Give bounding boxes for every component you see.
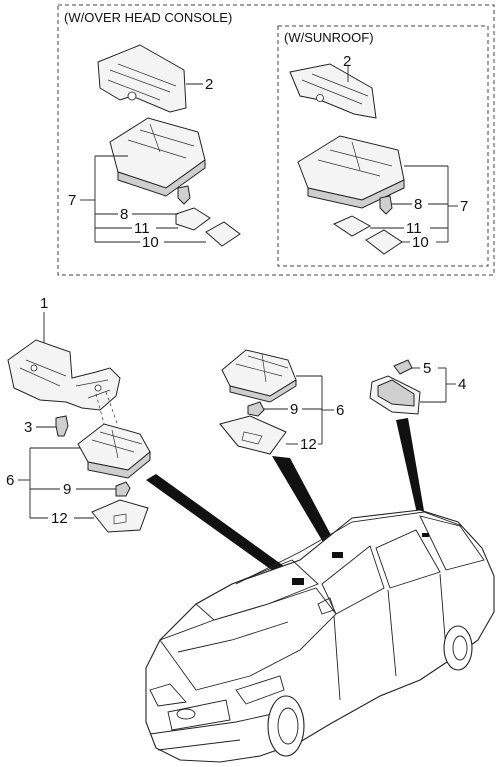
leader-6-center bbox=[264, 375, 334, 445]
bulb-9-left bbox=[115, 481, 131, 497]
luggage-lamp-location bbox=[422, 533, 429, 537]
callout-11-right: 11 bbox=[406, 220, 422, 237]
car-illustration bbox=[145, 509, 495, 763]
screw-3 bbox=[55, 415, 69, 437]
car-roof-line bbox=[235, 511, 463, 585]
console-bracket-right bbox=[289, 63, 377, 119]
callout-12-center: 12 bbox=[300, 436, 317, 453]
roof-bracket-1 bbox=[7, 339, 121, 411]
roof-lamp-location-rear bbox=[332, 552, 343, 558]
callout-8-left: 8 bbox=[120, 206, 128, 223]
console-lamp-left bbox=[109, 117, 206, 197]
callout-6-left: 6 bbox=[6, 472, 14, 489]
callout-3: 3 bbox=[24, 419, 32, 436]
room-lamp-6-left bbox=[77, 423, 151, 479]
roof-lamp-location-front bbox=[292, 578, 304, 585]
car-headlight-right bbox=[235, 675, 285, 705]
pointer-front-lamp bbox=[146, 474, 306, 586]
overhead-console-frame bbox=[57, 4, 495, 276]
callout-2-right: 2 bbox=[343, 53, 351, 70]
callout-8-right: 8 bbox=[414, 196, 422, 213]
callout-2-left: 2 bbox=[205, 76, 213, 93]
car-grille bbox=[167, 699, 231, 731]
console-bracket-left bbox=[97, 44, 187, 113]
rear-lamp-assembly: 6 9 12 bbox=[219, 349, 344, 455]
car-hood bbox=[159, 587, 337, 691]
sunroof-group: (W/SUNROOF) 2 bbox=[277, 25, 489, 267]
leader-7-left bbox=[80, 155, 206, 243]
callout-11-left: 11 bbox=[134, 220, 150, 237]
callout-10-right: 10 bbox=[412, 234, 429, 251]
lens-12-center bbox=[219, 415, 287, 455]
callout-10-left: 10 bbox=[142, 234, 159, 251]
car-body bbox=[145, 509, 495, 763]
bulb-9-center bbox=[247, 401, 265, 417]
car-side-window-front bbox=[321, 545, 385, 615]
car-wheel-front bbox=[267, 695, 305, 757]
car-rear-window bbox=[419, 515, 485, 571]
callout-5: 5 bbox=[423, 360, 431, 377]
lens-11-left bbox=[175, 207, 211, 231]
callout-7-right: 7 bbox=[460, 198, 468, 215]
lens-10-left bbox=[205, 221, 241, 247]
pointer-rear-lamp bbox=[272, 456, 340, 554]
pointer-luggage-lamp bbox=[396, 418, 428, 536]
lens-10-right bbox=[365, 229, 403, 255]
car-headlight-left bbox=[149, 683, 187, 707]
overhead-console-group: (W/OVER HEAD CONSOLE) 2 bbox=[57, 4, 495, 276]
callout-12-left: 12 bbox=[51, 510, 68, 527]
car-side-mirror bbox=[317, 597, 335, 615]
room-lamp-6-center bbox=[221, 349, 297, 403]
callout-7-left: 7 bbox=[68, 192, 76, 209]
luggage-lamp-4 bbox=[369, 375, 421, 415]
luggage-lamp-assembly: 5 4 bbox=[369, 359, 466, 415]
lens-12-left bbox=[91, 499, 149, 533]
bulb-5 bbox=[393, 359, 413, 375]
car-wheel-rear bbox=[443, 625, 473, 671]
callout-4: 4 bbox=[458, 376, 466, 393]
bulb-right bbox=[379, 195, 393, 215]
sunroof-frame bbox=[277, 25, 489, 267]
standard-lamp-assembly: 1 3 bbox=[6, 295, 151, 533]
callout-9-left: 9 bbox=[63, 481, 71, 498]
location-pointers bbox=[146, 418, 428, 586]
console-lamp-right bbox=[297, 135, 405, 209]
sunroof-header: (W/SUNROOF) bbox=[284, 30, 374, 45]
car-emblem bbox=[176, 708, 196, 720]
leader-7-right bbox=[370, 165, 458, 243]
callout-1: 1 bbox=[40, 295, 48, 312]
leader-6-left bbox=[18, 447, 116, 519]
callout-6-center: 6 bbox=[336, 402, 344, 419]
car-side-window-rear bbox=[375, 529, 441, 589]
leader-4 bbox=[412, 367, 456, 403]
bulb-left bbox=[177, 185, 191, 205]
overhead-console-header: (W/OVER HEAD CONSOLE) bbox=[64, 10, 232, 25]
callout-9-center: 9 bbox=[290, 401, 298, 418]
lens-11-right bbox=[332, 215, 372, 237]
